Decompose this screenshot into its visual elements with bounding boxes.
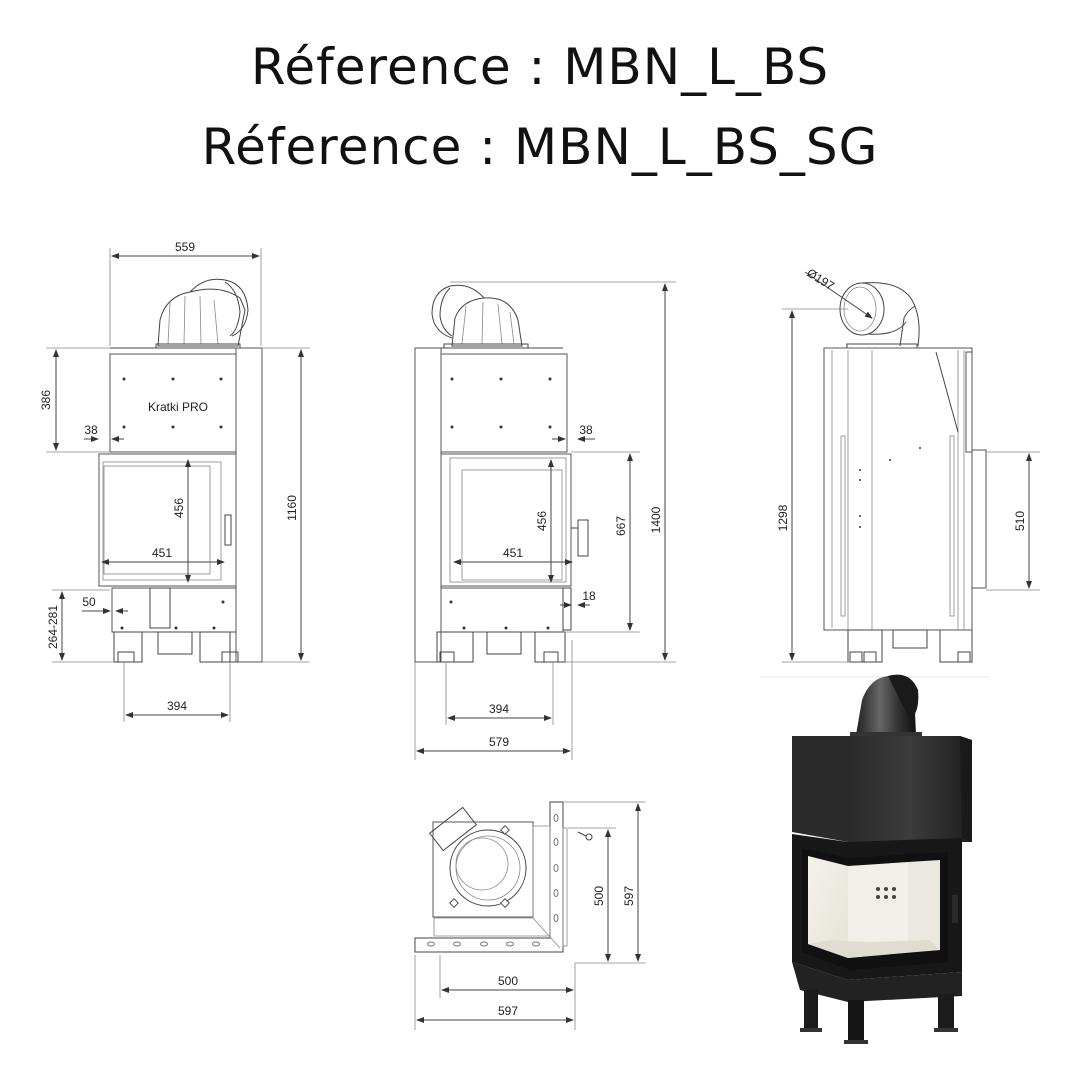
front-view-drawing: Kratki PRO 559 386 38 456 bbox=[39, 240, 310, 722]
dim-side-glass-510: 510 bbox=[1013, 511, 1027, 531]
dim-flue-diameter: Ø197 bbox=[804, 266, 837, 294]
top-view-drawing: 500 597 500 597 bbox=[414, 801, 646, 1030]
reference-title-2: Réference : MBN_L_BS_SG bbox=[201, 118, 879, 176]
dim-glass-width-451: 451 bbox=[503, 546, 523, 560]
dim-glass-height-456: 456 bbox=[535, 511, 549, 531]
door-handle-icon bbox=[952, 895, 958, 923]
dim-leg-height: 264-281 bbox=[46, 605, 60, 649]
side-view-drawing: Ø197 1298 510 bbox=[760, 266, 1040, 678]
dim-glass-height-456: 456 bbox=[172, 498, 186, 518]
dim-glass-width-451: 451 bbox=[152, 546, 172, 560]
dim-leg-spacing-394: 394 bbox=[489, 702, 509, 716]
dim-total-width-579: 579 bbox=[489, 735, 509, 749]
reference-title-1: Réference : MBN_L_BS bbox=[250, 38, 830, 96]
dim-outer-depth-597: 597 bbox=[622, 886, 636, 906]
dim-door-height-667: 667 bbox=[614, 516, 628, 536]
dim-offset-38: 38 bbox=[579, 423, 593, 437]
flue-outlet-icon bbox=[431, 284, 529, 349]
dim-upper-height-386: 386 bbox=[39, 390, 53, 410]
door-handle-icon bbox=[224, 514, 232, 546]
right-front-view-drawing: 38 456 451 667 1400 18 394 579 bbox=[414, 281, 676, 760]
product-photo bbox=[792, 674, 972, 1044]
dim-inner-depth-500: 500 bbox=[592, 886, 606, 906]
brand-logo: Kratki PRO bbox=[148, 400, 208, 414]
dim-leg-spacing-394: 394 bbox=[167, 699, 187, 713]
dim-offset-38: 38 bbox=[84, 423, 98, 437]
dim-leg-offset-50: 50 bbox=[82, 595, 96, 609]
flue-outlet-icon bbox=[155, 278, 249, 349]
dim-total-height-1298: 1298 bbox=[776, 504, 790, 531]
dim-handle-offset-18: 18 bbox=[582, 589, 596, 603]
door-handle-icon bbox=[577, 519, 589, 557]
flue-outlet-icon bbox=[839, 282, 920, 349]
dim-outer-width-597: 597 bbox=[498, 1004, 518, 1018]
dim-total-height-1400: 1400 bbox=[649, 506, 663, 533]
dim-width-559: 559 bbox=[175, 240, 195, 254]
dim-total-height-1160: 1160 bbox=[285, 495, 299, 521]
dim-inner-width-500: 500 bbox=[498, 974, 518, 988]
